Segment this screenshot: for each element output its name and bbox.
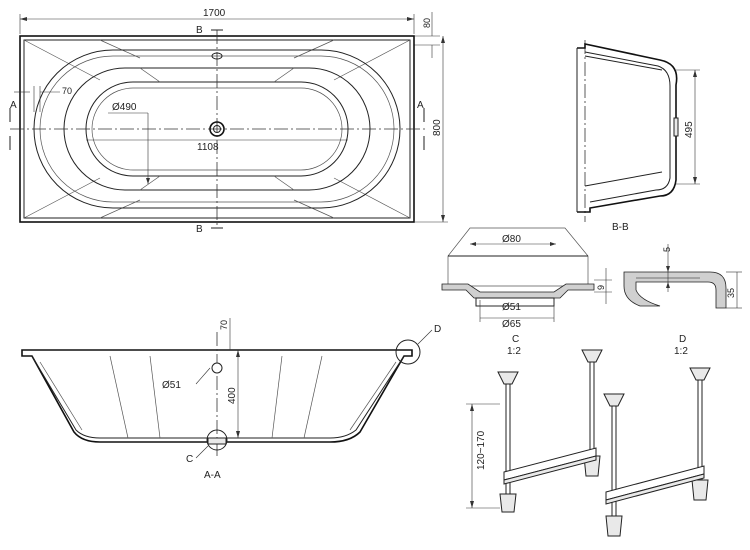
depth-495-label: 495 — [684, 121, 695, 138]
section-b-top-label: B — [196, 25, 203, 36]
detail-c: Ø80 Ø51 Ø65 9 C 1:2 — [441, 227, 612, 357]
leg-frame-right — [603, 367, 711, 537]
inner-length-label: 1108 — [197, 142, 219, 153]
width-dimension: 800 — [432, 119, 443, 136]
section-aa-label: A-A — [204, 470, 221, 481]
legs-assembly: 120~170 — [466, 349, 711, 537]
detail-d-label: D — [679, 334, 686, 345]
height-9-label: 9 — [596, 285, 606, 290]
section-bb: 495 B-B — [576, 40, 700, 233]
section-a-right-label: A — [417, 100, 424, 111]
detail-d: 5 35 D 1:2 — [623, 244, 742, 357]
thickness-5-label: 5 — [662, 247, 672, 252]
leg-height-range-label: 120~170 — [476, 430, 487, 470]
height-35-label: 35 — [726, 288, 736, 298]
diameter-80-label: Ø80 — [502, 234, 521, 245]
callout-c-label: C — [186, 454, 193, 465]
section-aa: Ø51 70 400 D C A-A — [21, 318, 441, 481]
depth-400-label: 400 — [227, 387, 238, 404]
callout-d-label: D — [434, 324, 441, 335]
section-bb-label: B-B — [612, 222, 629, 233]
overflow-diameter-label: Ø51 — [162, 380, 181, 391]
diameter-490-label: Ø490 — [112, 102, 137, 113]
diameter-51-label: Ø51 — [502, 302, 521, 313]
section-a-left-label: A — [10, 100, 17, 111]
leg-frame-left — [497, 349, 603, 513]
detail-c-label: C — [512, 334, 519, 345]
detail-d-scale: 1:2 — [674, 346, 688, 357]
diameter-65-label: Ø65 — [502, 319, 521, 330]
detail-c-scale: 1:2 — [507, 346, 521, 357]
dim-70-label: 70 — [62, 86, 72, 96]
rim-70-label: 70 — [219, 320, 229, 330]
rim-height-dimension: 80 — [422, 18, 432, 28]
length-dimension: 1700 — [203, 8, 226, 19]
section-b-bottom-label: B — [196, 224, 203, 235]
top-view: 1700 80 — [9, 8, 448, 235]
